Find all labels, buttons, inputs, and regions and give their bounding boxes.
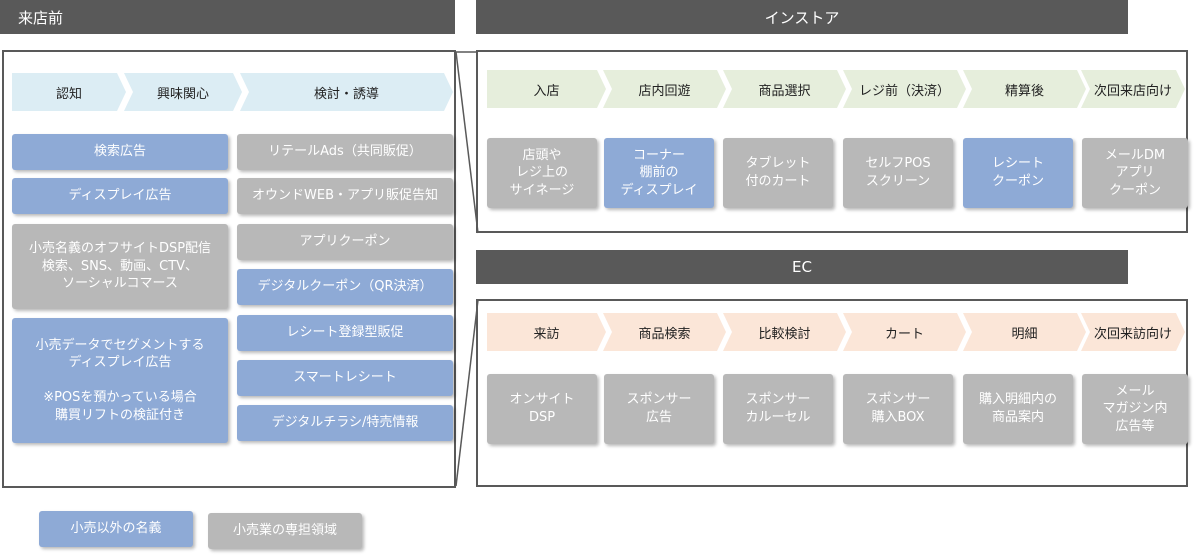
pre-stage-interest: 興味関心 bbox=[124, 73, 242, 111]
box-search-ads: 検索広告 bbox=[12, 134, 228, 170]
in-stage-label: 入店 bbox=[533, 83, 560, 99]
legend-non-retailer: 小売以外の名義 bbox=[39, 511, 193, 547]
box-owned-web-app: オウンドWEB・アプリ販促告知 bbox=[237, 178, 453, 214]
box-mail-magazine-ads: メール マガジン内 広告等 bbox=[1082, 374, 1188, 444]
box-tablet-cart: タブレット 付のカート bbox=[723, 138, 833, 208]
pre-stage-label: 認知 bbox=[55, 86, 82, 102]
header-ec: EC bbox=[476, 250, 1128, 284]
legend-retailer-only: 小売業の専担領域 bbox=[208, 513, 362, 549]
box-digital-flyer: デジタルチラシ/特売情報 bbox=[237, 405, 453, 441]
ec-stage-statement: 明細 bbox=[963, 313, 1086, 351]
ec-stage-label: 明細 bbox=[1011, 326, 1038, 342]
header-ec-label: EC bbox=[792, 258, 812, 276]
box-statement-product: 購入明細内の 商品案内 bbox=[963, 374, 1073, 444]
in-stage-browse: 店内回遊 bbox=[603, 70, 726, 108]
in-stage-register: レジ前（決済） bbox=[843, 70, 966, 108]
ec-stage-visit: 来訪 bbox=[487, 313, 606, 351]
box-display-ads: ディスプレイ広告 bbox=[12, 178, 228, 214]
ec-stage-label: カート bbox=[884, 326, 924, 342]
in-stage-select: 商品選択 bbox=[723, 70, 846, 108]
box-mail-dm: メールDM アプリ クーポン bbox=[1082, 138, 1188, 208]
box-sponsor-ads: スポンサー 広告 bbox=[604, 374, 714, 444]
box-retail-data-display: 小売データでセグメントする ディスプレイ広告 ※POSを預かっている場合 購買リ… bbox=[12, 318, 228, 443]
in-stage-label: 商品選択 bbox=[758, 83, 811, 99]
ec-stage-label: 来訪 bbox=[533, 326, 560, 342]
box-sponsor-carousel: スポンサー カルーセル bbox=[723, 374, 833, 444]
connector-upper bbox=[455, 51, 479, 234]
header-pre-store-label: 来店前 bbox=[18, 8, 64, 27]
in-stage-next-visit: 次回来店向け bbox=[1081, 70, 1185, 108]
header-in-store: インストア bbox=[476, 0, 1128, 34]
pre-store-frame bbox=[2, 50, 456, 488]
pre-stage-label: 検討・誘導 bbox=[313, 86, 379, 102]
header-in-store-label: インストア bbox=[764, 8, 840, 27]
box-retail-ads: リテールAds（共同販促） bbox=[237, 134, 453, 170]
box-self-pos: セルフPOS スクリーン bbox=[843, 138, 953, 208]
ec-stage-label: 比較検討 bbox=[758, 326, 811, 342]
in-stage-entry: 入店 bbox=[487, 70, 606, 108]
pre-stage-label: 興味関心 bbox=[156, 86, 209, 102]
box-receipt-promo: レシート登録型販促 bbox=[237, 315, 453, 351]
connector-lower bbox=[455, 299, 479, 487]
pre-stage-awareness: 認知 bbox=[12, 73, 126, 111]
in-stage-label: 店内回遊 bbox=[638, 83, 691, 99]
ec-stage-search: 商品検索 bbox=[603, 313, 726, 351]
box-offsite-dsp: 小売名義のオフサイトDSP配信 検索、SNS、動画、CTV、 ソーシャルコマース bbox=[12, 224, 228, 309]
pre-stage-consideration: 検討・誘導 bbox=[240, 73, 453, 111]
box-app-coupon: アプリクーポン bbox=[237, 224, 453, 260]
in-stage-after-payment: 精算後 bbox=[963, 70, 1086, 108]
in-stage-label: 精算後 bbox=[1004, 83, 1044, 99]
box-digital-coupon: デジタルクーポン（QR決済） bbox=[237, 269, 453, 305]
box-smart-receipt: スマートレシート bbox=[237, 360, 453, 396]
ec-stage-cart: カート bbox=[843, 313, 966, 351]
ec-stage-label: 商品検索 bbox=[638, 326, 691, 342]
ec-stage-compare: 比較検討 bbox=[723, 313, 846, 351]
in-stage-label: レジ前（決済） bbox=[858, 83, 950, 99]
box-shelf-display: コーナー 棚前の ディスプレイ bbox=[604, 138, 714, 208]
in-stage-label: 次回来店向け bbox=[1093, 83, 1172, 99]
box-receipt-coupon: レシート クーポン bbox=[963, 138, 1073, 208]
box-onsite-dsp: オンサイト DSP bbox=[487, 374, 597, 444]
ec-stage-next-visit: 次回来訪向け bbox=[1081, 313, 1185, 351]
ec-stage-label: 次回来訪向け bbox=[1093, 326, 1172, 342]
box-sponsor-buy-box: スポンサー 購入BOX bbox=[843, 374, 953, 444]
header-pre-store: 来店前 bbox=[0, 0, 455, 34]
box-signage: 店頭や レジ上の サイネージ bbox=[487, 138, 597, 208]
